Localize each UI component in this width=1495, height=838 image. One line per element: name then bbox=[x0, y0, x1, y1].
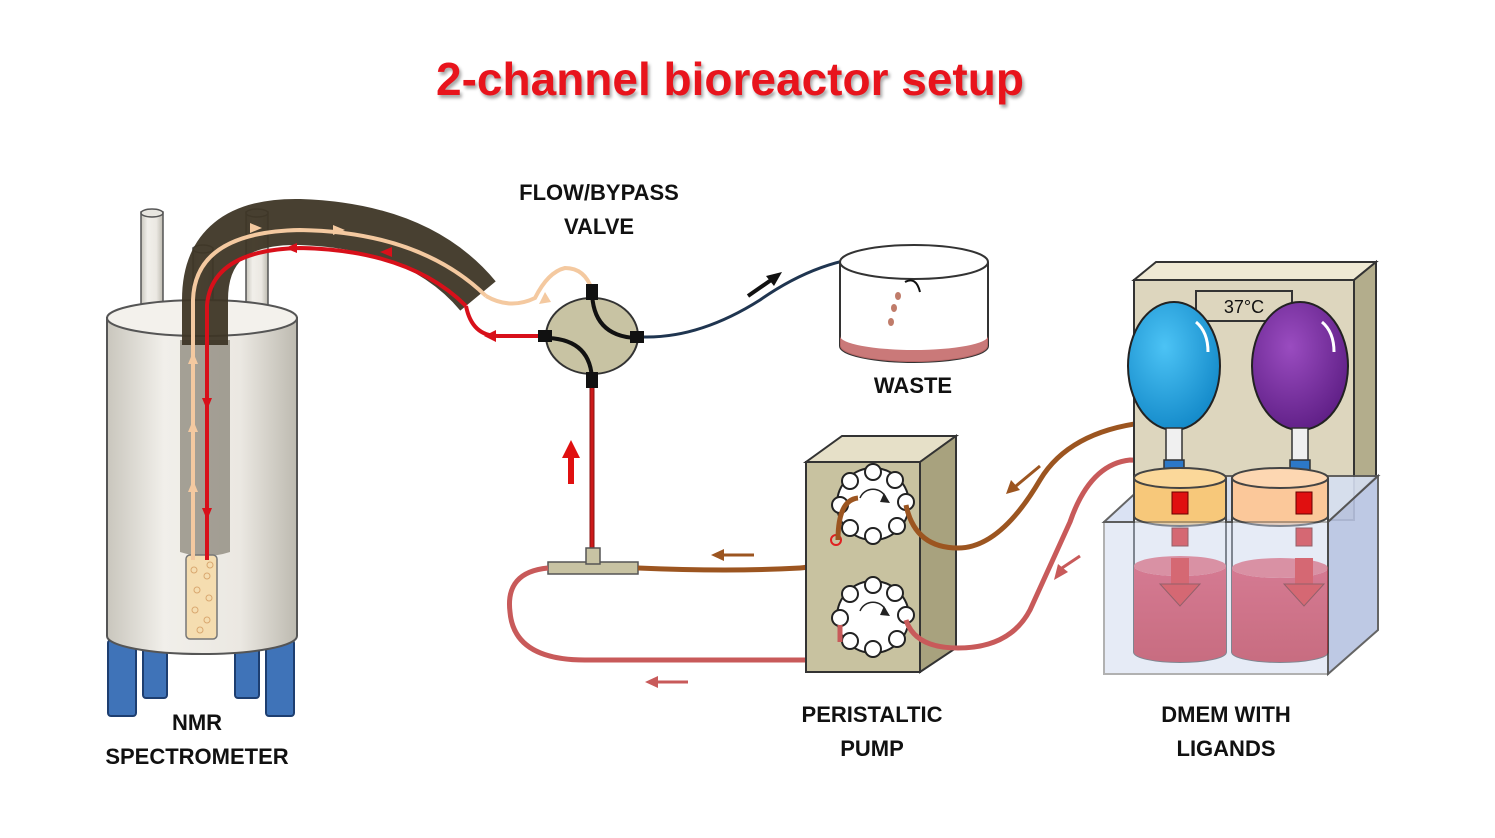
pump-label-line1: PERISTALTIC bbox=[801, 702, 943, 727]
medium-bottle bbox=[1231, 467, 1329, 663]
pump-head bbox=[831, 463, 915, 545]
pump-label: PERISTALTIC PUMP bbox=[772, 698, 972, 766]
media-return-arrow bbox=[1006, 464, 1041, 494]
recirc-return-arrow bbox=[1054, 554, 1081, 580]
reservoir-label: DMEM WITH LIGANDS bbox=[1116, 698, 1336, 766]
transfer-line bbox=[182, 198, 496, 560]
valve-label-line1: FLOW/BYPASS bbox=[519, 180, 679, 205]
waste-label: WASTE bbox=[873, 373, 953, 398]
media-flow-arrow bbox=[711, 549, 754, 561]
nmr-label: NMR SPECTROMETER bbox=[72, 706, 322, 774]
recirc-flow-arrow bbox=[645, 676, 688, 688]
nmr-label-line1: NMR bbox=[171, 710, 223, 735]
inflow-tube bbox=[205, 245, 468, 560]
flow-bypass-valve bbox=[464, 265, 644, 388]
flask-purple bbox=[1251, 301, 1349, 475]
medium-bottle bbox=[1133, 467, 1227, 663]
reservoir-label-line1: DMEM WITH bbox=[1161, 702, 1291, 727]
pump-head bbox=[831, 576, 915, 658]
reservoir-label-line2: LIGANDS bbox=[1176, 736, 1276, 761]
valve-outflow-tube bbox=[484, 265, 594, 306]
flask-blue bbox=[1127, 301, 1221, 475]
nmr-leg bbox=[107, 639, 137, 717]
nmr-label-line2: SPECTROMETER bbox=[105, 744, 289, 769]
peristaltic-pump bbox=[802, 434, 960, 674]
outflow-tube bbox=[191, 227, 488, 560]
valve-label-line2: VALVE bbox=[563, 214, 635, 239]
pump-label-line2: PUMP bbox=[840, 736, 904, 761]
page-title: 2-channel bioreactor setup bbox=[436, 53, 1024, 105]
nmr-magnet-body bbox=[106, 317, 298, 655]
up-flow-arrow bbox=[562, 440, 580, 484]
waste-flow-arrow bbox=[746, 272, 782, 298]
temperature-label: 37°C bbox=[1224, 297, 1264, 317]
water-bath-front bbox=[1103, 521, 1329, 675]
valve-inflow-tube bbox=[464, 305, 545, 338]
recirc-line bbox=[506, 565, 843, 663]
waste-container bbox=[839, 244, 989, 363]
valve-label: FLOW/BYPASS VALVE bbox=[489, 176, 709, 244]
nmr-leg bbox=[265, 639, 295, 717]
